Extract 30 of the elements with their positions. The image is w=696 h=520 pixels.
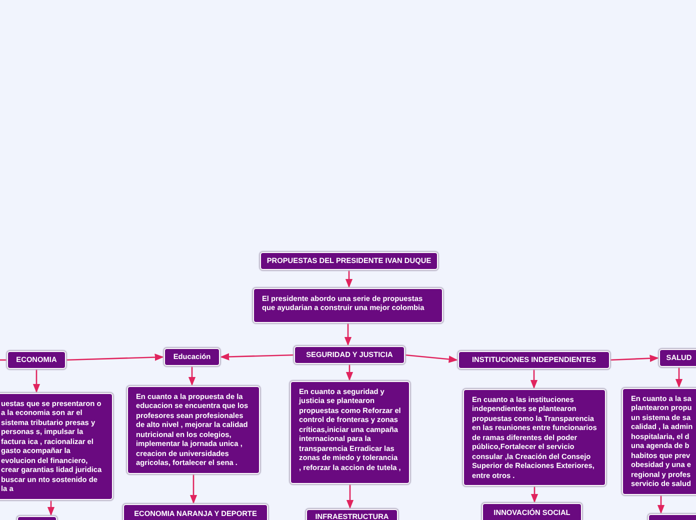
arrow <box>404 354 458 363</box>
description-box <box>622 388 696 495</box>
description-box <box>127 386 260 474</box>
arrow <box>188 366 196 386</box>
arrow <box>675 367 683 388</box>
topic-box <box>294 346 405 364</box>
arrow <box>47 500 55 516</box>
arrow <box>345 270 353 288</box>
topic-box <box>659 349 696 367</box>
arrow <box>530 369 538 389</box>
description-box <box>253 288 443 323</box>
arrow <box>610 354 659 362</box>
arrow <box>220 353 294 360</box>
arrow <box>346 484 354 509</box>
description-box <box>0 393 113 500</box>
arrow <box>32 369 40 393</box>
description-box <box>463 389 606 486</box>
topic-box <box>458 351 610 369</box>
arrow <box>66 354 164 361</box>
description-box <box>290 381 410 484</box>
arrow <box>344 323 352 346</box>
arrow <box>190 474 198 504</box>
topic-box <box>164 348 220 366</box>
topic-box <box>7 351 66 369</box>
arrow <box>530 486 538 503</box>
topic-box <box>123 504 268 520</box>
arrow <box>657 494 665 514</box>
topic-box <box>482 503 582 520</box>
topic-box <box>260 252 438 270</box>
arrow <box>346 364 354 381</box>
